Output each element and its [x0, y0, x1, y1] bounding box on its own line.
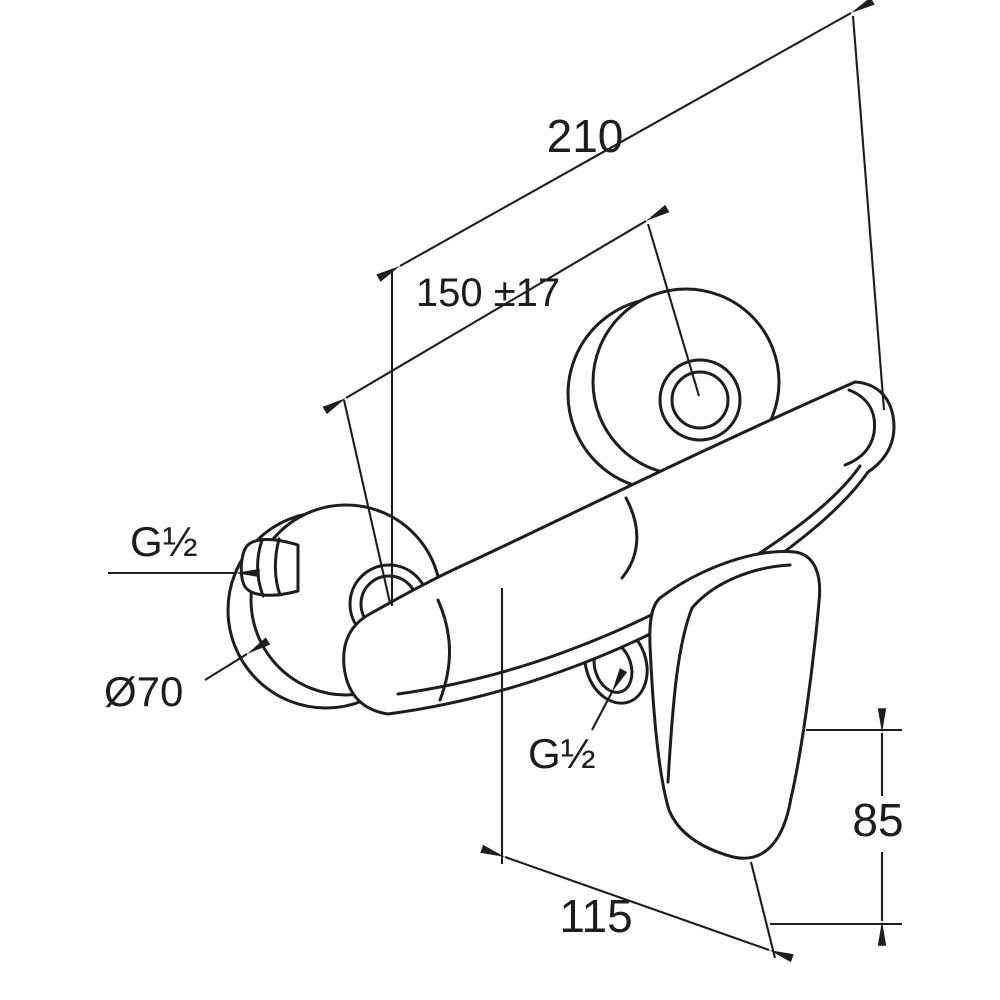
dimension-85: 85 [770, 708, 904, 946]
lever-handle [648, 549, 822, 860]
right-connection-ring-inner [670, 370, 730, 430]
outlet-leader-arrow [591, 668, 628, 731]
dimension-150: 150 ±17 [322, 204, 701, 604]
dim-115-extension-right [749, 861, 777, 959]
diameter-leader-arrow [204, 637, 271, 681]
dim-150-line [322, 204, 670, 415]
dim-label-150: 150 ±17 [416, 271, 560, 315]
annotation-escutcheon-diameter: Ø70 [104, 637, 271, 715]
lever-handle-outline [648, 549, 822, 860]
stub-ridge [273, 537, 282, 597]
dimension-115: 115 [480, 588, 794, 963]
annotation-outlet-thread: G½ [528, 668, 628, 777]
lever-handle-crease [666, 563, 792, 784]
inlet-thread-label: G½ [130, 518, 198, 565]
stub-ridge [256, 538, 265, 598]
body-left-seam [436, 598, 451, 702]
dim-210-line [376, 0, 875, 282]
dim-150-extension-left [342, 399, 392, 604]
dim-label-115: 115 [559, 890, 632, 942]
mixer-fixture [226, 287, 896, 860]
stub-body [239, 538, 300, 597]
dim-label-210: 210 [547, 110, 624, 162]
outlet-thread-label: G½ [528, 730, 596, 777]
dim-210-extension-right [851, 15, 886, 411]
escutcheon-diameter-label: Ø70 [104, 668, 183, 715]
body-end-cap-line [843, 388, 877, 467]
dim-label-85: 85 [852, 794, 903, 846]
dim-115-line [480, 844, 794, 963]
wall-connection-stub [239, 537, 300, 598]
annotation-inlet-thread: G½ [108, 518, 260, 578]
mixer-body-outline [342, 380, 896, 716]
dimension-annotations: 210 150 ±17 G½ Ø70 G½ [104, 0, 904, 963]
body-right-seam [620, 496, 639, 580]
